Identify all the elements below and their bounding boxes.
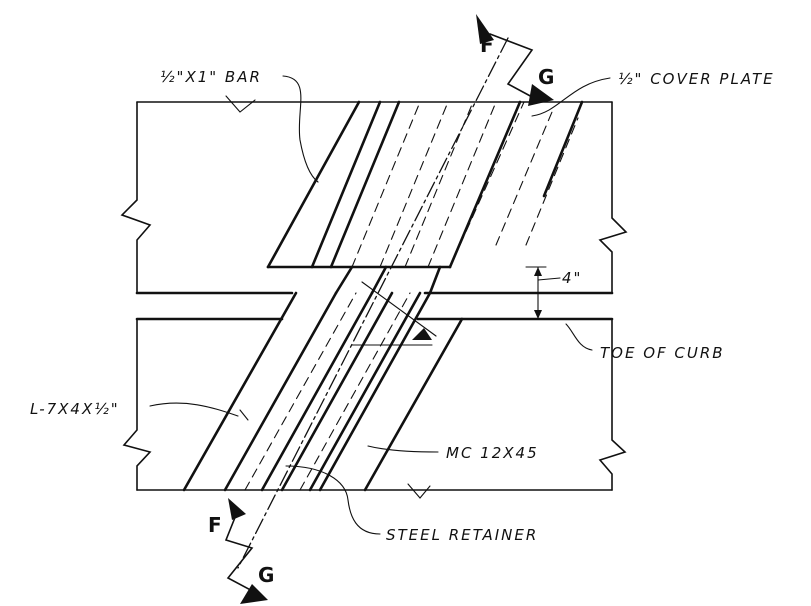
leader-lines bbox=[149, 75, 611, 535]
section-f-top-label: F bbox=[480, 33, 494, 57]
section-f-bottom-label: F bbox=[208, 513, 222, 537]
angle-channel-assembly bbox=[182, 265, 464, 492]
dimension-label: 4" bbox=[562, 269, 582, 287]
bar-label: ½"X1" BAR bbox=[160, 68, 262, 86]
section-g-top-label: G bbox=[538, 65, 554, 89]
channel-label: MC 12X45 bbox=[446, 444, 539, 462]
toe-of-curb-label: TOE OF CURB bbox=[600, 344, 725, 362]
centerline bbox=[237, 37, 509, 569]
cover-plate-label: ½" COVER PLATE bbox=[618, 70, 775, 88]
dimension-4in bbox=[525, 266, 561, 320]
steel-retainer-label: STEEL RETAINER bbox=[386, 526, 538, 544]
section-arrow-f-bottom bbox=[228, 498, 246, 520]
section-cut-bottom bbox=[224, 498, 268, 604]
section-g-bottom-label: G bbox=[258, 563, 274, 587]
section-arrow-f-top bbox=[476, 14, 494, 44]
section-cut-top bbox=[476, 14, 554, 106]
section-arrow-g-bottom bbox=[240, 584, 268, 604]
angle-label: L-7X4X½" bbox=[30, 400, 120, 418]
deck-outline bbox=[120, 95, 628, 499]
cover-plate bbox=[266, 100, 584, 269]
curb-lines bbox=[135, 291, 614, 321]
section-arrow-g-top bbox=[528, 84, 554, 106]
marker-triangle bbox=[412, 328, 432, 340]
